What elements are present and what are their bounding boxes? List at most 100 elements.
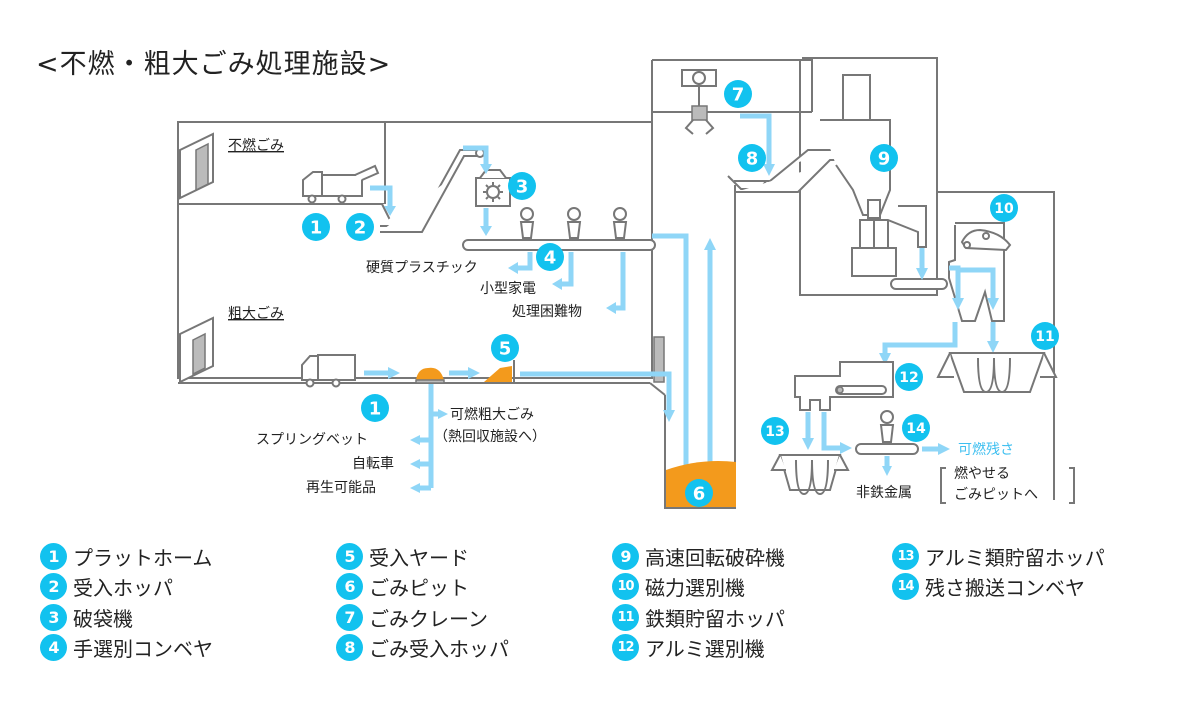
crane — [681, 69, 717, 135]
legend-number-badge: 4 — [40, 634, 67, 661]
svg-text:1: 1 — [369, 399, 382, 420]
flows-pit — [740, 113, 775, 176]
badge-14: 14 — [902, 414, 930, 442]
label-bicycle: 自転車 — [352, 455, 394, 472]
badge-9: 9 — [870, 144, 898, 172]
badge-6: 6 — [685, 479, 713, 507]
badge-7: 7 — [724, 80, 752, 108]
label-spring-bed: スプリングベット — [256, 432, 368, 448]
badge-5: 5 — [491, 334, 519, 362]
svg-text:7: 7 — [732, 85, 745, 106]
residue-conveyor — [855, 410, 919, 455]
legend-number-badge: 1 — [40, 543, 67, 570]
badge-1: 1 — [361, 394, 389, 422]
svg-text:12: 12 — [899, 370, 918, 386]
bracket-left — [940, 467, 946, 504]
legend-number-badge: 11 — [612, 604, 639, 631]
label-to-pit-line1: 燃やせる — [954, 465, 1010, 482]
label-recyclables: 再生可能品 — [306, 480, 376, 496]
legend-label: アルミ選別機 — [645, 637, 765, 661]
legend-number-badge: 14 — [892, 573, 919, 600]
label-combustible-residue: 可燃残さ — [958, 441, 1014, 458]
flows-shredder — [916, 248, 928, 280]
badge-4: 4 — [536, 243, 564, 271]
bag-breaker — [475, 169, 511, 207]
high-speed-shredder — [820, 74, 927, 277]
worker-icons — [519, 207, 628, 239]
pit-door — [653, 336, 665, 383]
legend-label: アルミ類貯留ホッパ — [925, 546, 1105, 570]
section-oversized-label: 粗大ごみ — [228, 306, 284, 322]
legend-number-badge: 10 — [612, 573, 639, 600]
legend-number-badge: 6 — [336, 573, 363, 600]
svg-text:10: 10 — [994, 201, 1014, 217]
badge-12: 12 — [895, 363, 923, 391]
section-noncombustible-label: 不燃ごみ — [228, 137, 284, 154]
truck-upper-icon — [302, 164, 380, 204]
badge-1: 1 — [302, 213, 330, 241]
label-small-appliances: 小型家電 — [480, 280, 536, 297]
svg-text:8: 8 — [746, 149, 759, 170]
legend-number-badge: 8 — [336, 634, 363, 661]
legend-label: 受入ヤード — [369, 546, 469, 570]
flows-magnetic — [879, 265, 999, 365]
flows-aluminum — [802, 412, 950, 476]
label-to-heat-recovery: （熱回収施設へ） — [434, 429, 546, 445]
legend-label: 高速回転破砕機 — [645, 546, 785, 570]
aluminum-separator — [794, 361, 894, 411]
label-hard-plastic: 硬質プラスチック — [366, 260, 478, 276]
legend-label: 受入ホッパ — [73, 576, 173, 600]
receiving-yard-pile — [484, 366, 512, 382]
svg-text:5: 5 — [499, 339, 512, 360]
legend-number-badge: 13 — [892, 543, 919, 570]
bracket-right — [1069, 467, 1075, 504]
page-title: <不燃・粗大ごみ処理施設> — [36, 49, 392, 80]
legend-label: 鉄類貯留ホッパ — [645, 607, 785, 631]
svg-text:4: 4 — [544, 248, 557, 269]
badge-13: 13 — [761, 417, 789, 445]
worker-icon-2 — [566, 207, 582, 239]
truck-lower-icon — [301, 354, 356, 388]
svg-text:11: 11 — [1035, 329, 1054, 345]
flows-oversized — [364, 367, 675, 493]
legend-label: ごみ受入ホッパ — [369, 637, 509, 661]
badge-11: 11 — [1031, 322, 1059, 350]
shredder-discharge-conveyor — [890, 278, 948, 290]
door-upper — [179, 132, 214, 200]
svg-text:9: 9 — [878, 149, 891, 170]
svg-text:14: 14 — [906, 421, 926, 437]
badge-2: 2 — [346, 213, 374, 241]
legend-label: 磁力選別機 — [645, 576, 745, 600]
legend-number-badge: 2 — [40, 573, 67, 600]
legend-label: 残さ搬送コンベヤ — [925, 576, 1085, 600]
sorting-pile — [416, 367, 444, 380]
legend-label: ごみクレーン — [369, 607, 488, 631]
legend-number-badge: 5 — [336, 543, 363, 570]
svg-text:6: 6 — [693, 484, 706, 505]
receiving-hopper — [380, 148, 485, 233]
label-combustible-oversized: 可燃粗大ごみ — [450, 406, 534, 423]
legend-label: 手選別コンベヤ — [73, 637, 213, 661]
svg-text:13: 13 — [765, 424, 784, 440]
svg-text:2: 2 — [354, 218, 367, 239]
legend-number-badge: 12 — [612, 634, 639, 661]
badge-3: 3 — [508, 172, 536, 200]
badge-8: 8 — [738, 144, 766, 172]
legend-label: プラットホーム — [73, 546, 213, 570]
iron-storage-hopper — [936, 352, 1058, 394]
worker-icon-3 — [612, 207, 628, 239]
label-to-pit-line2: ごみピットへ — [954, 487, 1038, 503]
